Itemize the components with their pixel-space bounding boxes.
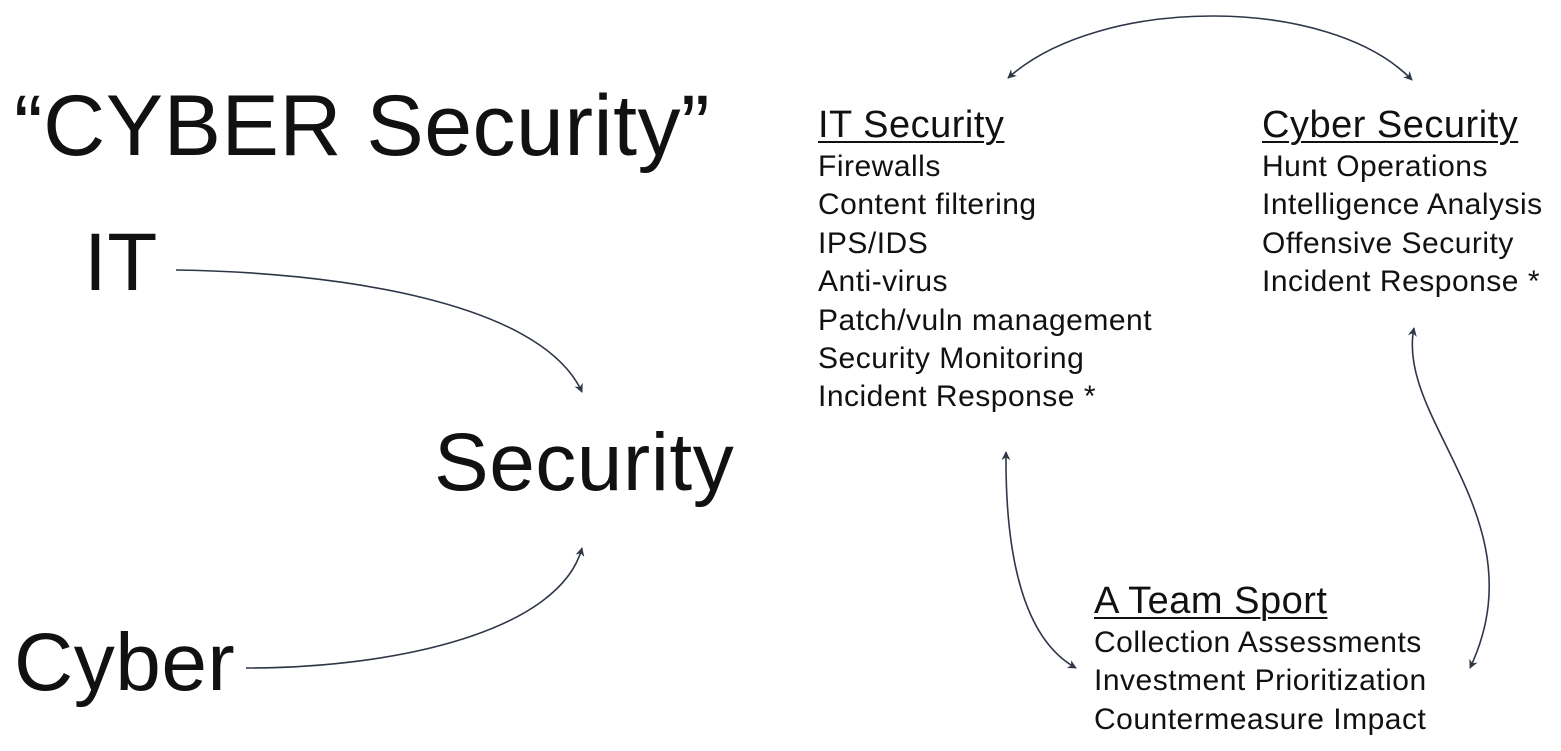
- list-item: Intelligence Analysis: [1262, 188, 1543, 222]
- list-item: Investment Prioritization: [1094, 664, 1427, 698]
- list-item: Anti-virus: [818, 265, 949, 299]
- list-item: Incident Response *: [1262, 265, 1541, 299]
- cyber-security-group: Cyber Security Hunt Operations Intellige…: [1262, 102, 1543, 302]
- word-it: IT: [84, 217, 158, 308]
- cyber-security-heading: Cyber Security: [1262, 104, 1519, 146]
- cyber-security-list: Hunt Operations Intelligence Analysis Of…: [1262, 148, 1543, 302]
- list-item: Patch/vuln management: [818, 303, 1153, 337]
- arrow-cyber-to-security: [245, 547, 585, 669]
- list-item: IPS/IDS: [818, 226, 929, 260]
- main-title: “CYBER Security”: [14, 78, 711, 174]
- team-sport-list: Collection Assessments Investment Priori…: [1094, 624, 1427, 739]
- it-security-heading: IT Security: [818, 104, 1005, 146]
- list-item: Countermeasure Impact: [1094, 702, 1427, 736]
- list-item: Collection Assessments: [1094, 626, 1422, 659]
- list-item: Incident Response *: [818, 380, 1097, 414]
- list-item: Hunt Operations: [1262, 150, 1488, 183]
- word-cyber: Cyber: [14, 617, 236, 708]
- team-sport-heading: A Team Sport: [1094, 580, 1328, 622]
- list-item: Content filtering: [818, 188, 1037, 222]
- team-sport-group: A Team Sport Collection Assessments Inve…: [1094, 578, 1427, 739]
- list-item: Firewalls: [818, 150, 941, 183]
- arrow-it-security-cyber-security: [1007, 15, 1413, 81]
- it-security-list: Firewalls Content filtering IPS/IDS Anti…: [818, 148, 1152, 417]
- word-security: Security: [434, 417, 735, 508]
- list-item: Security Monitoring: [818, 342, 1085, 376]
- arrow-it-to-security: [175, 269, 583, 393]
- it-security-group: IT Security Firewalls Content filtering …: [818, 102, 1152, 417]
- list-item: Offensive Security: [1262, 226, 1514, 260]
- arrow-it-security-team-sport: [1001, 451, 1077, 669]
